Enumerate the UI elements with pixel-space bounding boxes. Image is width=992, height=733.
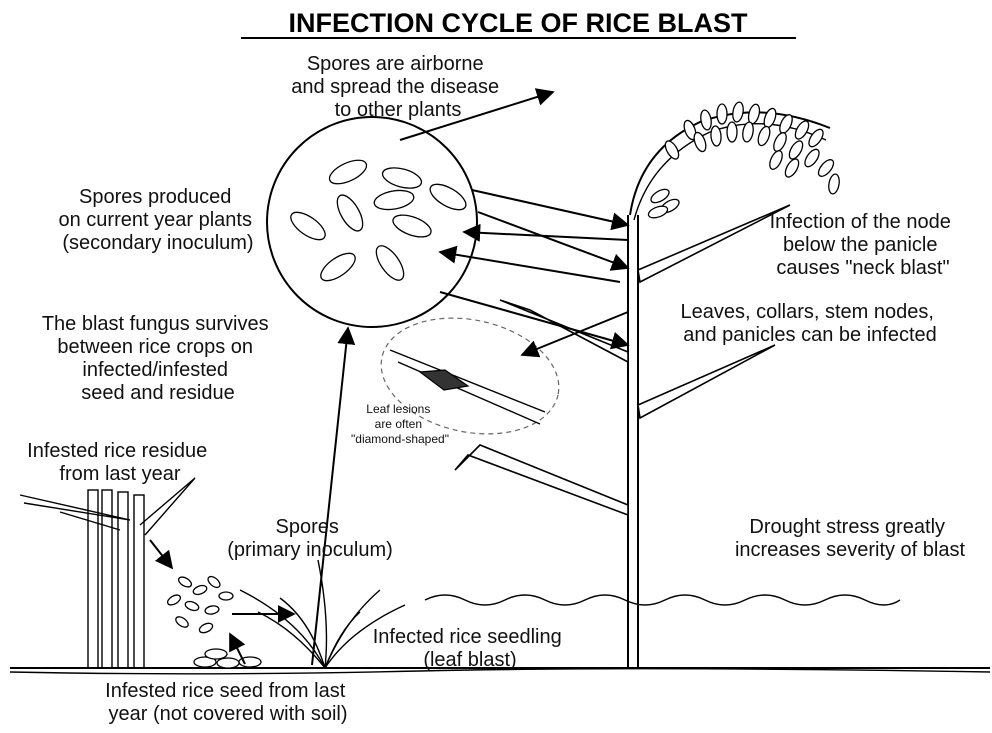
label-drought: Drought stress greatly increases severit… [735,516,966,561]
diagram-title: INFECTION CYCLE OF RICE BLAST [289,8,749,38]
arrowhead [150,540,172,568]
spore-icon [332,191,368,235]
arrowhead [312,328,348,665]
label-neck-blast: Infection of the node below the panicle … [770,211,957,279]
arrowhead [464,232,628,240]
spore-icon [286,207,329,245]
spore-icon [326,155,370,188]
spore-icon [380,164,423,192]
label-infested-seed: Infested rice seed from last year (not c… [105,680,351,725]
label-infected-parts: Leaves, collars, stem nodes, and panicle… [680,301,939,346]
label-secondary-inoculum: Spores produced on current year plants (… [59,186,258,254]
infested-seeds [194,649,261,668]
label-leaf-lesions: Leaf lesions are often "diamond-shaped" [351,402,449,446]
spore-cluster [286,155,469,285]
spore-icon [316,248,359,286]
plant-leaf [500,300,628,362]
spore-icon [426,179,470,215]
label-airborne: Spores are airborne and spread the disea… [291,53,505,121]
spore-icon [390,211,434,242]
label-seedling: Infected rice seedling (leaf blast) [373,626,568,671]
label-fungus-survives: The blast fungus survives between rice c… [42,313,274,404]
rice-residue [20,478,195,668]
diamond-lesion-icon [420,370,468,390]
plant-leaf [638,345,775,418]
primary-spores [166,574,233,634]
plant-leaf [455,445,628,515]
spore-icon [373,188,416,213]
spore-icon [371,241,409,284]
arrowhead [472,190,628,225]
label-primary-inoculum: Spores (primary inoculum) [227,516,393,561]
panicle-grains [647,101,841,220]
mature-rice-plant [455,101,841,668]
water-line [425,595,900,605]
label-residue: Infested rice residue from last year [27,440,213,485]
